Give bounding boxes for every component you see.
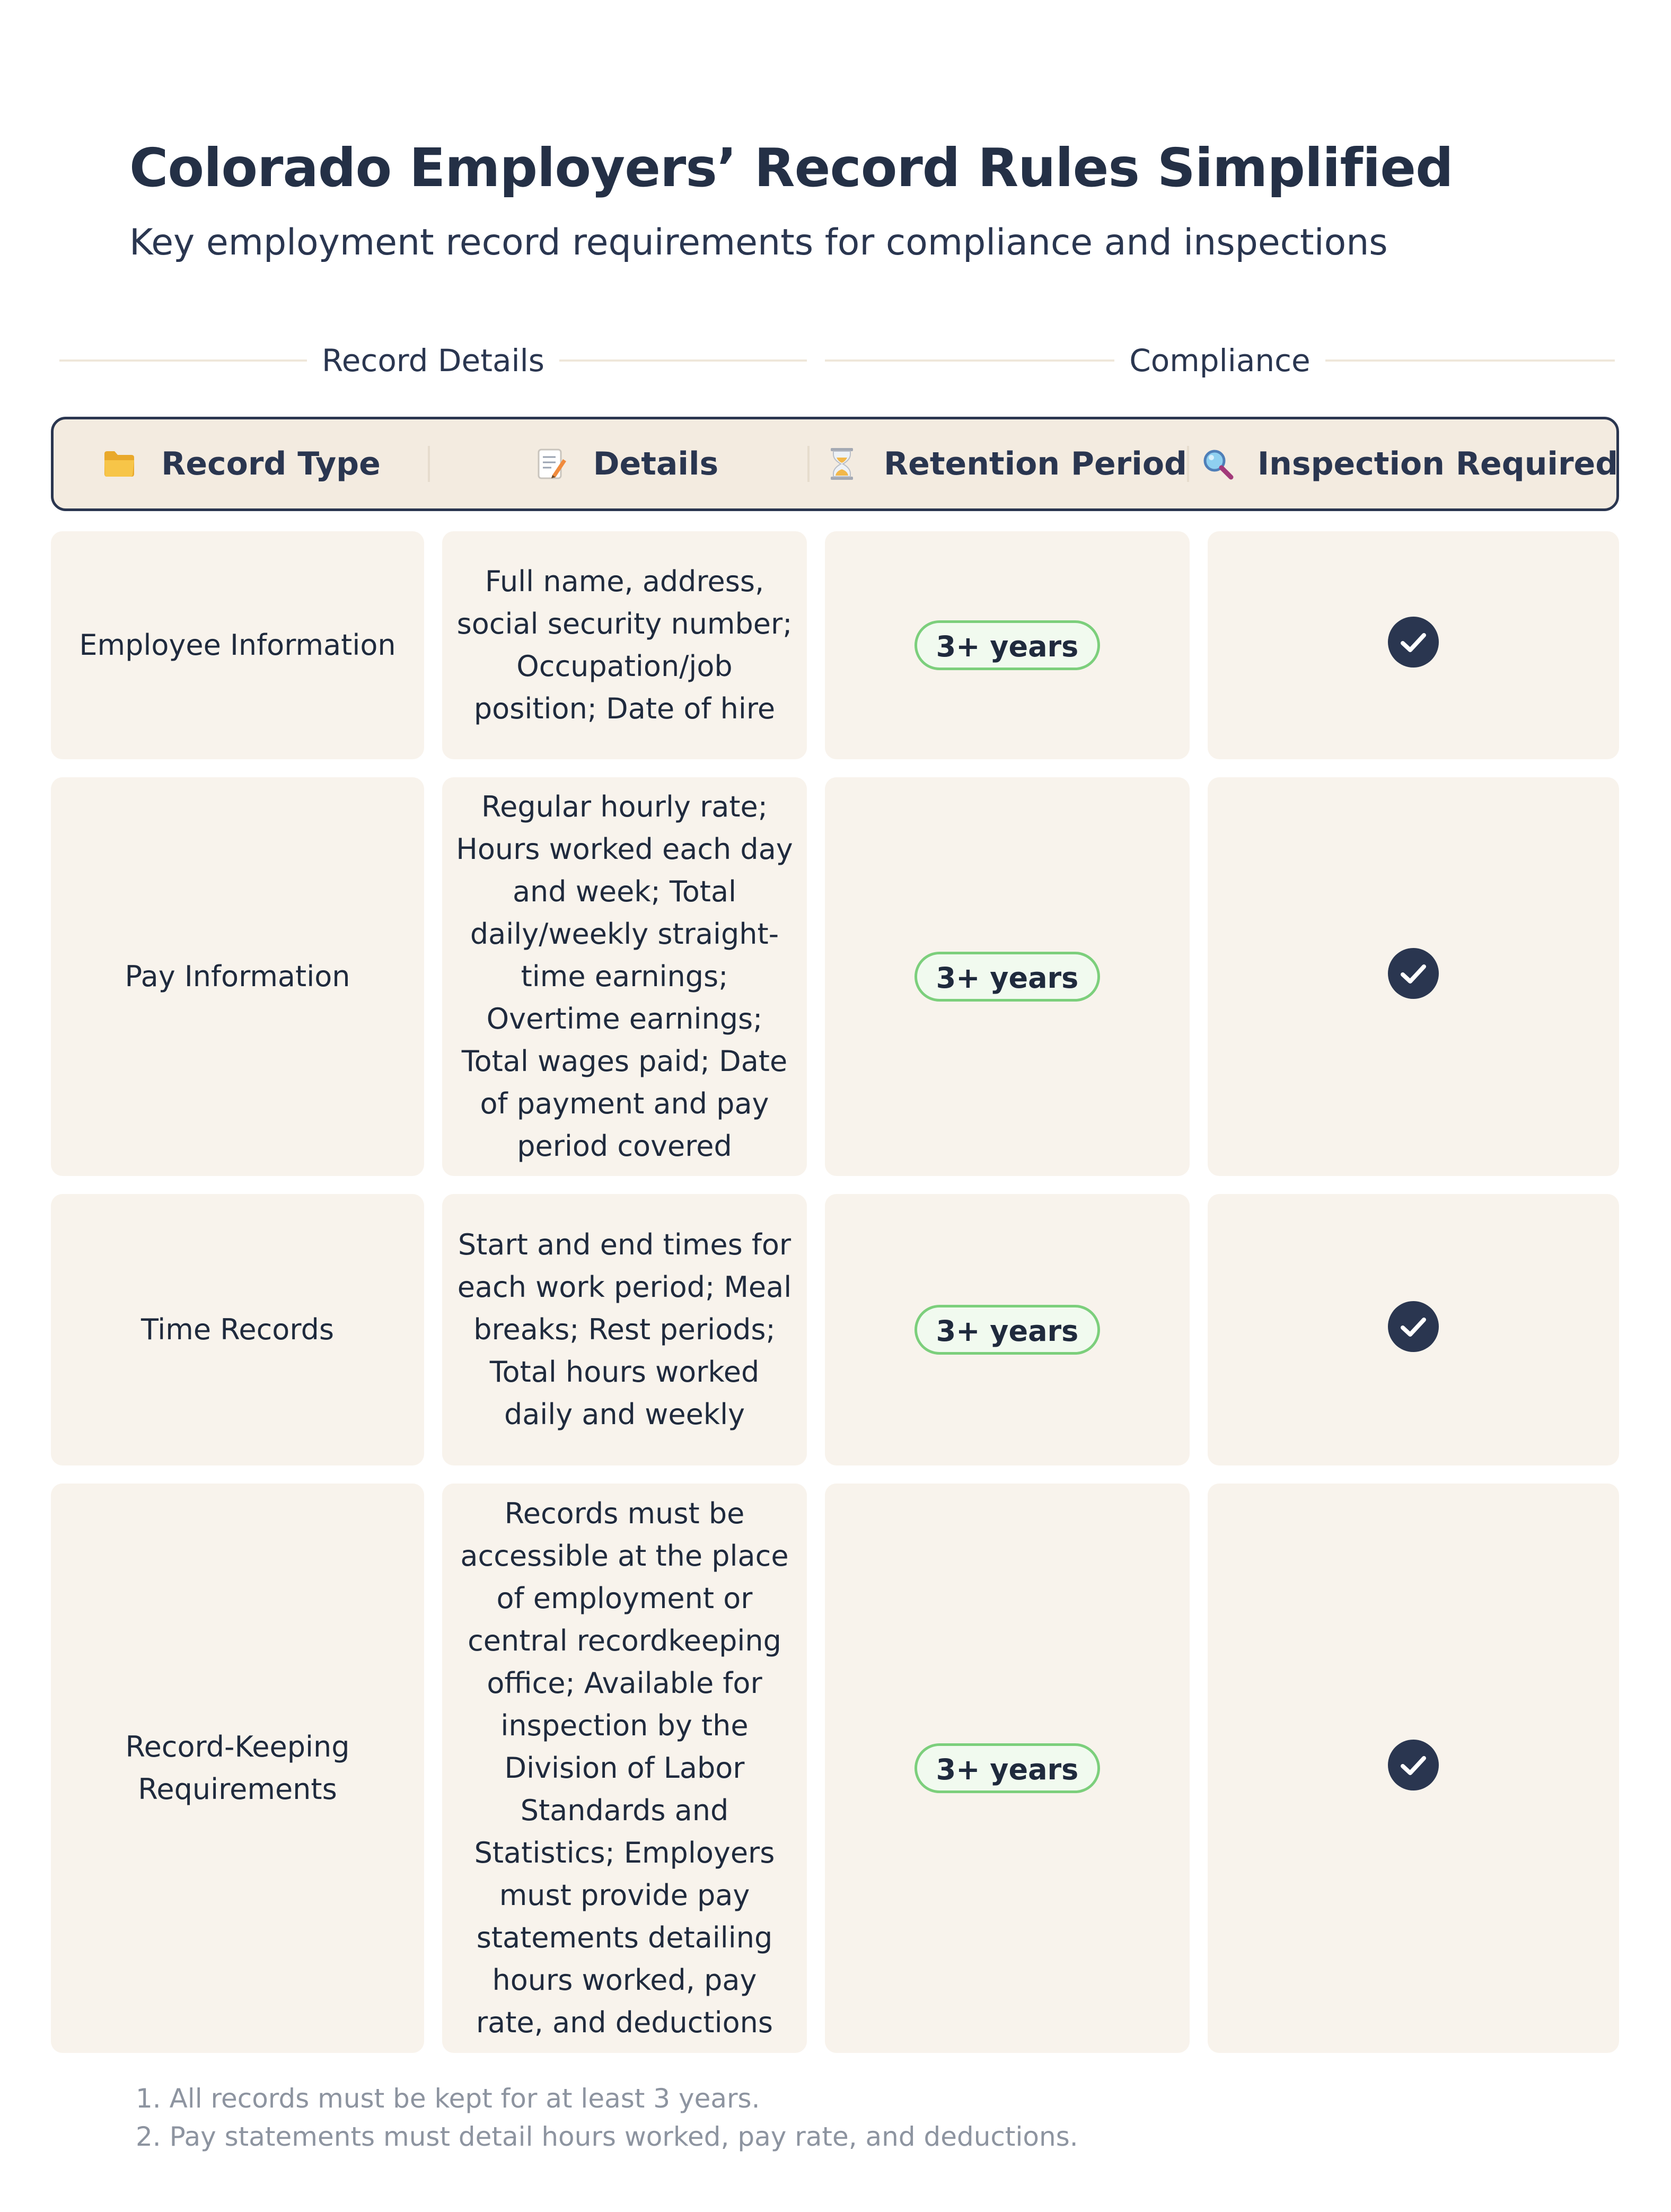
magnifier-icon bbox=[1201, 445, 1234, 482]
check-circle-icon bbox=[1388, 1301, 1439, 1352]
group-rule bbox=[559, 359, 807, 362]
table-cell-record-type: Employee Information bbox=[51, 531, 424, 759]
details-text: Regular hourly rate; Hours worked each d… bbox=[456, 790, 793, 1163]
check-circle-icon bbox=[1388, 1740, 1439, 1790]
table-cell-inspection bbox=[1208, 777, 1619, 1176]
retention-badge: 3+ years bbox=[914, 620, 1101, 670]
table-cell-details: Records must be accessible at the place … bbox=[442, 1484, 807, 2053]
table-cell-inspection bbox=[1208, 1484, 1619, 2053]
details-text: Full name, address, social security numb… bbox=[456, 565, 793, 725]
column-label: Details bbox=[593, 445, 719, 482]
record-type-text: Employee Information bbox=[79, 628, 396, 662]
column-header-inspection-required[interactable]: Inspection Required bbox=[1201, 419, 1619, 508]
group-rule bbox=[825, 359, 1115, 362]
column-header-record-type[interactable]: Record Type bbox=[54, 419, 428, 508]
footnote: 2. Pay statements must detail hours work… bbox=[136, 2121, 1078, 2152]
page-subtitle: Key employment record requirements for c… bbox=[129, 222, 1388, 264]
memo-icon bbox=[533, 445, 570, 482]
folder-icon bbox=[101, 445, 138, 482]
group-header-record-details: Record Details bbox=[59, 339, 807, 382]
column-label: Inspection Required bbox=[1257, 445, 1619, 482]
record-type-text: Pay Information bbox=[125, 960, 350, 993]
hourglass-icon bbox=[823, 445, 860, 482]
group-header-compliance: Compliance bbox=[825, 339, 1615, 382]
table-cell-record-type: Record-Keeping Requirements bbox=[51, 1484, 424, 2053]
table-cell-retention: 3+ years bbox=[825, 1194, 1190, 1465]
column-header-details[interactable]: Details bbox=[444, 419, 807, 508]
group-rule bbox=[59, 359, 307, 362]
footnotes: 1. All records must be kept for at least… bbox=[136, 2079, 1078, 2156]
table-cell-details: Regular hourly rate; Hours worked each d… bbox=[442, 777, 807, 1176]
table-cell-inspection bbox=[1208, 531, 1619, 759]
details-text: Records must be accessible at the place … bbox=[460, 1497, 789, 2039]
retention-badge: 3+ years bbox=[914, 952, 1101, 1002]
table-cell-retention: 3+ years bbox=[825, 1484, 1190, 2053]
table-header: Record Type Details Retenti bbox=[51, 417, 1619, 511]
table-cell-details: Start and end times for each work period… bbox=[442, 1194, 807, 1465]
column-label: Retention Period bbox=[883, 445, 1187, 482]
page-title: Colorado Employers’ Record Rules Simplif… bbox=[129, 137, 1454, 199]
check-circle-icon bbox=[1388, 617, 1439, 668]
footnote: 1. All records must be kept for at least… bbox=[136, 2083, 760, 2114]
group-rule bbox=[1325, 359, 1615, 362]
group-label: Compliance bbox=[1129, 343, 1311, 379]
column-header-retention-period[interactable]: Retention Period bbox=[823, 419, 1187, 508]
retention-badge: 3+ years bbox=[914, 1743, 1101, 1793]
record-type-text: Time Records bbox=[140, 1313, 335, 1346]
header-divider bbox=[428, 446, 430, 482]
table-cell-inspection bbox=[1208, 1194, 1619, 1465]
table-cell-record-type: Pay Information bbox=[51, 777, 424, 1176]
column-label: Record Type bbox=[161, 445, 381, 482]
table-cell-retention: 3+ years bbox=[825, 531, 1190, 759]
check-circle-icon bbox=[1388, 948, 1439, 999]
header-divider bbox=[807, 446, 810, 482]
table-cell-record-type: Time Records bbox=[51, 1194, 424, 1465]
table-cell-details: Full name, address, social security numb… bbox=[442, 531, 807, 759]
details-text: Start and end times for each work period… bbox=[457, 1228, 792, 1431]
retention-badge: 3+ years bbox=[914, 1305, 1101, 1355]
group-label: Record Details bbox=[322, 343, 544, 379]
header-divider bbox=[1187, 446, 1189, 482]
record-type-text: Record-Keeping Requirements bbox=[125, 1730, 350, 1806]
table-cell-retention: 3+ years bbox=[825, 777, 1190, 1176]
